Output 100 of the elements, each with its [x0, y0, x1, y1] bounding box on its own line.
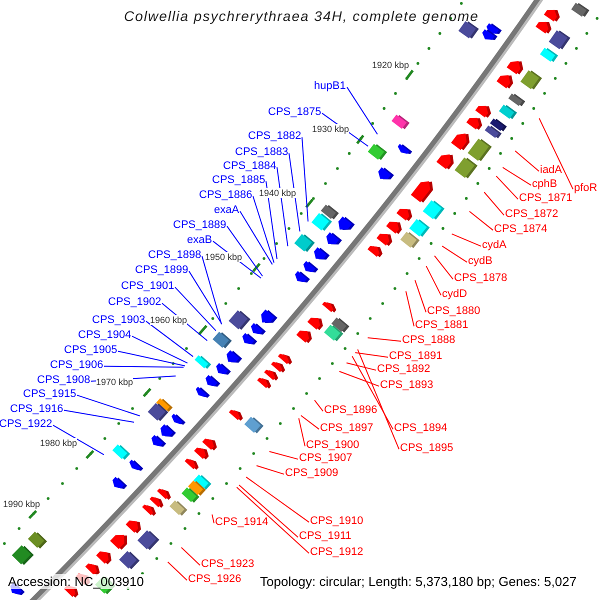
gene-label: CPS_1911	[299, 530, 352, 542]
leader-line	[352, 356, 394, 430]
leader-line	[202, 256, 222, 325]
leader-line	[276, 166, 288, 247]
leader-line	[346, 362, 376, 371]
leader-line	[434, 255, 454, 280]
leader-line	[300, 415, 320, 430]
leader-line	[76, 394, 140, 416]
leader-line	[268, 451, 298, 460]
leader-line	[302, 136, 309, 222]
scale-label: 1940 kbp	[259, 188, 296, 198]
scale-label: 1950 kbp	[205, 252, 242, 262]
gene-label: CPS_1914	[215, 516, 268, 528]
footer-text: Topology: circular; Length: 5,373,180 bp; Genes: 5,027	[260, 574, 577, 589]
gene-label: CPS_1886	[199, 189, 252, 201]
gene-label: CPS_1907	[299, 452, 352, 464]
leader-line	[426, 266, 442, 296]
leader-line	[484, 192, 504, 216]
leader-line	[367, 337, 402, 342]
leader-line	[414, 280, 426, 313]
gene-label: CPS_1889	[173, 219, 226, 231]
gene-label: CPS_1874	[494, 223, 548, 235]
gene-label: CPS_1884	[223, 160, 276, 172]
gene-label: CPS_1915	[23, 388, 76, 400]
leader-line	[238, 484, 298, 538]
leader-line	[132, 336, 188, 364]
gene-label: CPS_1906	[50, 359, 104, 371]
gene-label: CPS_1880	[427, 305, 480, 317]
gene-label: CPS_1910	[310, 515, 364, 527]
scale-label: 1920 kbp	[372, 60, 410, 70]
leader-line	[180, 547, 200, 566]
gene-label: cydB	[468, 255, 492, 267]
gene-label: CPS_1903	[92, 314, 146, 326]
leader-line	[174, 286, 216, 332]
gene-label: CPS_1892	[377, 363, 430, 375]
leader-line	[64, 410, 134, 423]
scale-label: 1980 kbp	[40, 438, 78, 448]
scale-label: 1970 kbp	[96, 377, 134, 387]
gene-label: iadA	[540, 164, 562, 176]
leader-line	[167, 562, 188, 581]
leader-line	[246, 476, 310, 523]
gene-label: CPS_1895	[400, 442, 454, 454]
gene-label: CPS_1909	[285, 467, 338, 479]
gene-label: cydD	[442, 288, 468, 300]
gene-label: CPS_1894	[394, 422, 448, 434]
gene-label: CPS_1900	[306, 439, 360, 451]
leader-line	[451, 233, 482, 247]
leader-line	[346, 86, 378, 135]
gene-label: CPS_1875	[268, 106, 322, 118]
gene-label: CPS_1891	[389, 350, 442, 362]
gene-label: cydA	[482, 239, 506, 251]
gene-label: cphB	[532, 178, 558, 190]
gene-label: CPS_1908	[37, 374, 90, 386]
gene-label: CPS_1885	[212, 174, 266, 186]
gene-label: CPS_1899	[135, 264, 188, 276]
leader-line	[118, 350, 186, 366]
leader-line	[468, 210, 494, 231]
gene-label: CPS_1905	[64, 344, 118, 356]
gene-label: CPS_1897	[320, 422, 374, 434]
leader-line	[338, 370, 380, 387]
gene-label: CPS_1883	[235, 146, 288, 158]
leader-line	[442, 246, 468, 263]
gene-label: CPS_1926	[188, 573, 242, 585]
gene-label: CPS_1901	[121, 280, 174, 292]
leader-line	[354, 352, 388, 358]
leader-line	[266, 180, 278, 260]
scale-label: 1930 kbp	[312, 124, 350, 134]
gene-label: CPS_1916	[10, 403, 64, 415]
gene-label: CPS_1881	[415, 319, 468, 331]
gene-label: CPS_1923	[201, 558, 254, 570]
leader-line	[314, 400, 324, 412]
leader-line	[298, 418, 306, 447]
leader-line	[252, 196, 274, 264]
gene-label: CPS_1912	[310, 546, 364, 558]
leader-line	[236, 486, 310, 554]
gene-label: CPS_1904	[78, 329, 132, 341]
leader-line	[357, 348, 400, 450]
gene-label: CPS_1882	[248, 130, 302, 142]
leader-line	[502, 166, 532, 186]
leader-line	[240, 210, 273, 265]
footer-text: Accession: NC_003910	[8, 574, 144, 589]
gene-label: CPS_1871	[519, 192, 572, 204]
leader-line	[146, 320, 194, 358]
gene-label: CPS_1896	[324, 404, 378, 416]
gene-label: CPS_1878	[454, 272, 508, 284]
map-title: Colwellia psychrerythraea 34H, complete genome	[124, 8, 479, 24]
leader-line	[104, 366, 184, 368]
scale-label: 1990 kbp	[3, 499, 40, 509]
leader-line	[52, 424, 104, 456]
leader-line	[226, 226, 263, 277]
leader-line	[188, 270, 222, 324]
gene-label: exaB	[187, 234, 212, 246]
gene-label: CPS_1872	[505, 208, 558, 220]
gene-label: pfoR	[574, 182, 598, 194]
leader-line	[496, 176, 518, 200]
gene-label: CPS_1902	[108, 296, 162, 308]
leader-line	[256, 465, 284, 475]
leader-line	[405, 290, 414, 327]
leader-line	[538, 118, 574, 190]
gene-label: CPS_1888	[402, 334, 456, 346]
